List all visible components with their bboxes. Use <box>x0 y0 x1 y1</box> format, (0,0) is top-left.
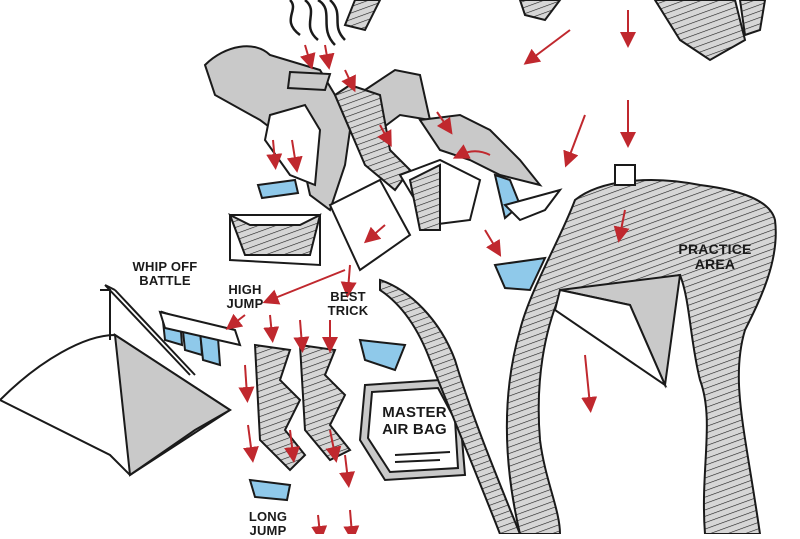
label-line: JUMP <box>249 523 287 539</box>
practice-area-zone <box>505 164 777 535</box>
high-jump-steps <box>253 343 352 472</box>
label-long-jump: LONG JUMP <box>238 509 298 539</box>
label-master-air-bag: MASTER AIR BAG <box>372 404 457 438</box>
blue-jumps <box>158 173 632 502</box>
whip-off-ramp <box>0 284 232 477</box>
top-right-cliffs <box>343 0 767 62</box>
smoke-plume <box>288 0 346 46</box>
label-line: BATTLE <box>139 273 191 289</box>
label-line: TRICK <box>327 303 369 319</box>
label-best-trick: BEST TRICK <box>318 289 378 319</box>
label-line: JUMP <box>226 296 264 312</box>
label-line: BEST <box>330 289 366 304</box>
label-line: AREA <box>694 256 736 273</box>
label-line: HIGH <box>228 282 262 297</box>
label-line: AIR BAG <box>382 420 447 438</box>
label-line: PRACTICE <box>678 241 752 257</box>
central-ramps <box>228 158 482 272</box>
label-line: WHIP OFF <box>132 259 198 274</box>
label-whip-off-battle: WHIP OFF BATTLE <box>120 259 210 289</box>
flow-arrows <box>225 10 636 539</box>
label-practice-area: PRACTICE AREA <box>670 241 760 273</box>
label-high-jump: HIGH JUMP <box>215 282 275 312</box>
label-line: MASTER <box>382 404 447 421</box>
label-line: LONG <box>248 509 288 524</box>
master-air-bag-structure <box>358 378 467 482</box>
